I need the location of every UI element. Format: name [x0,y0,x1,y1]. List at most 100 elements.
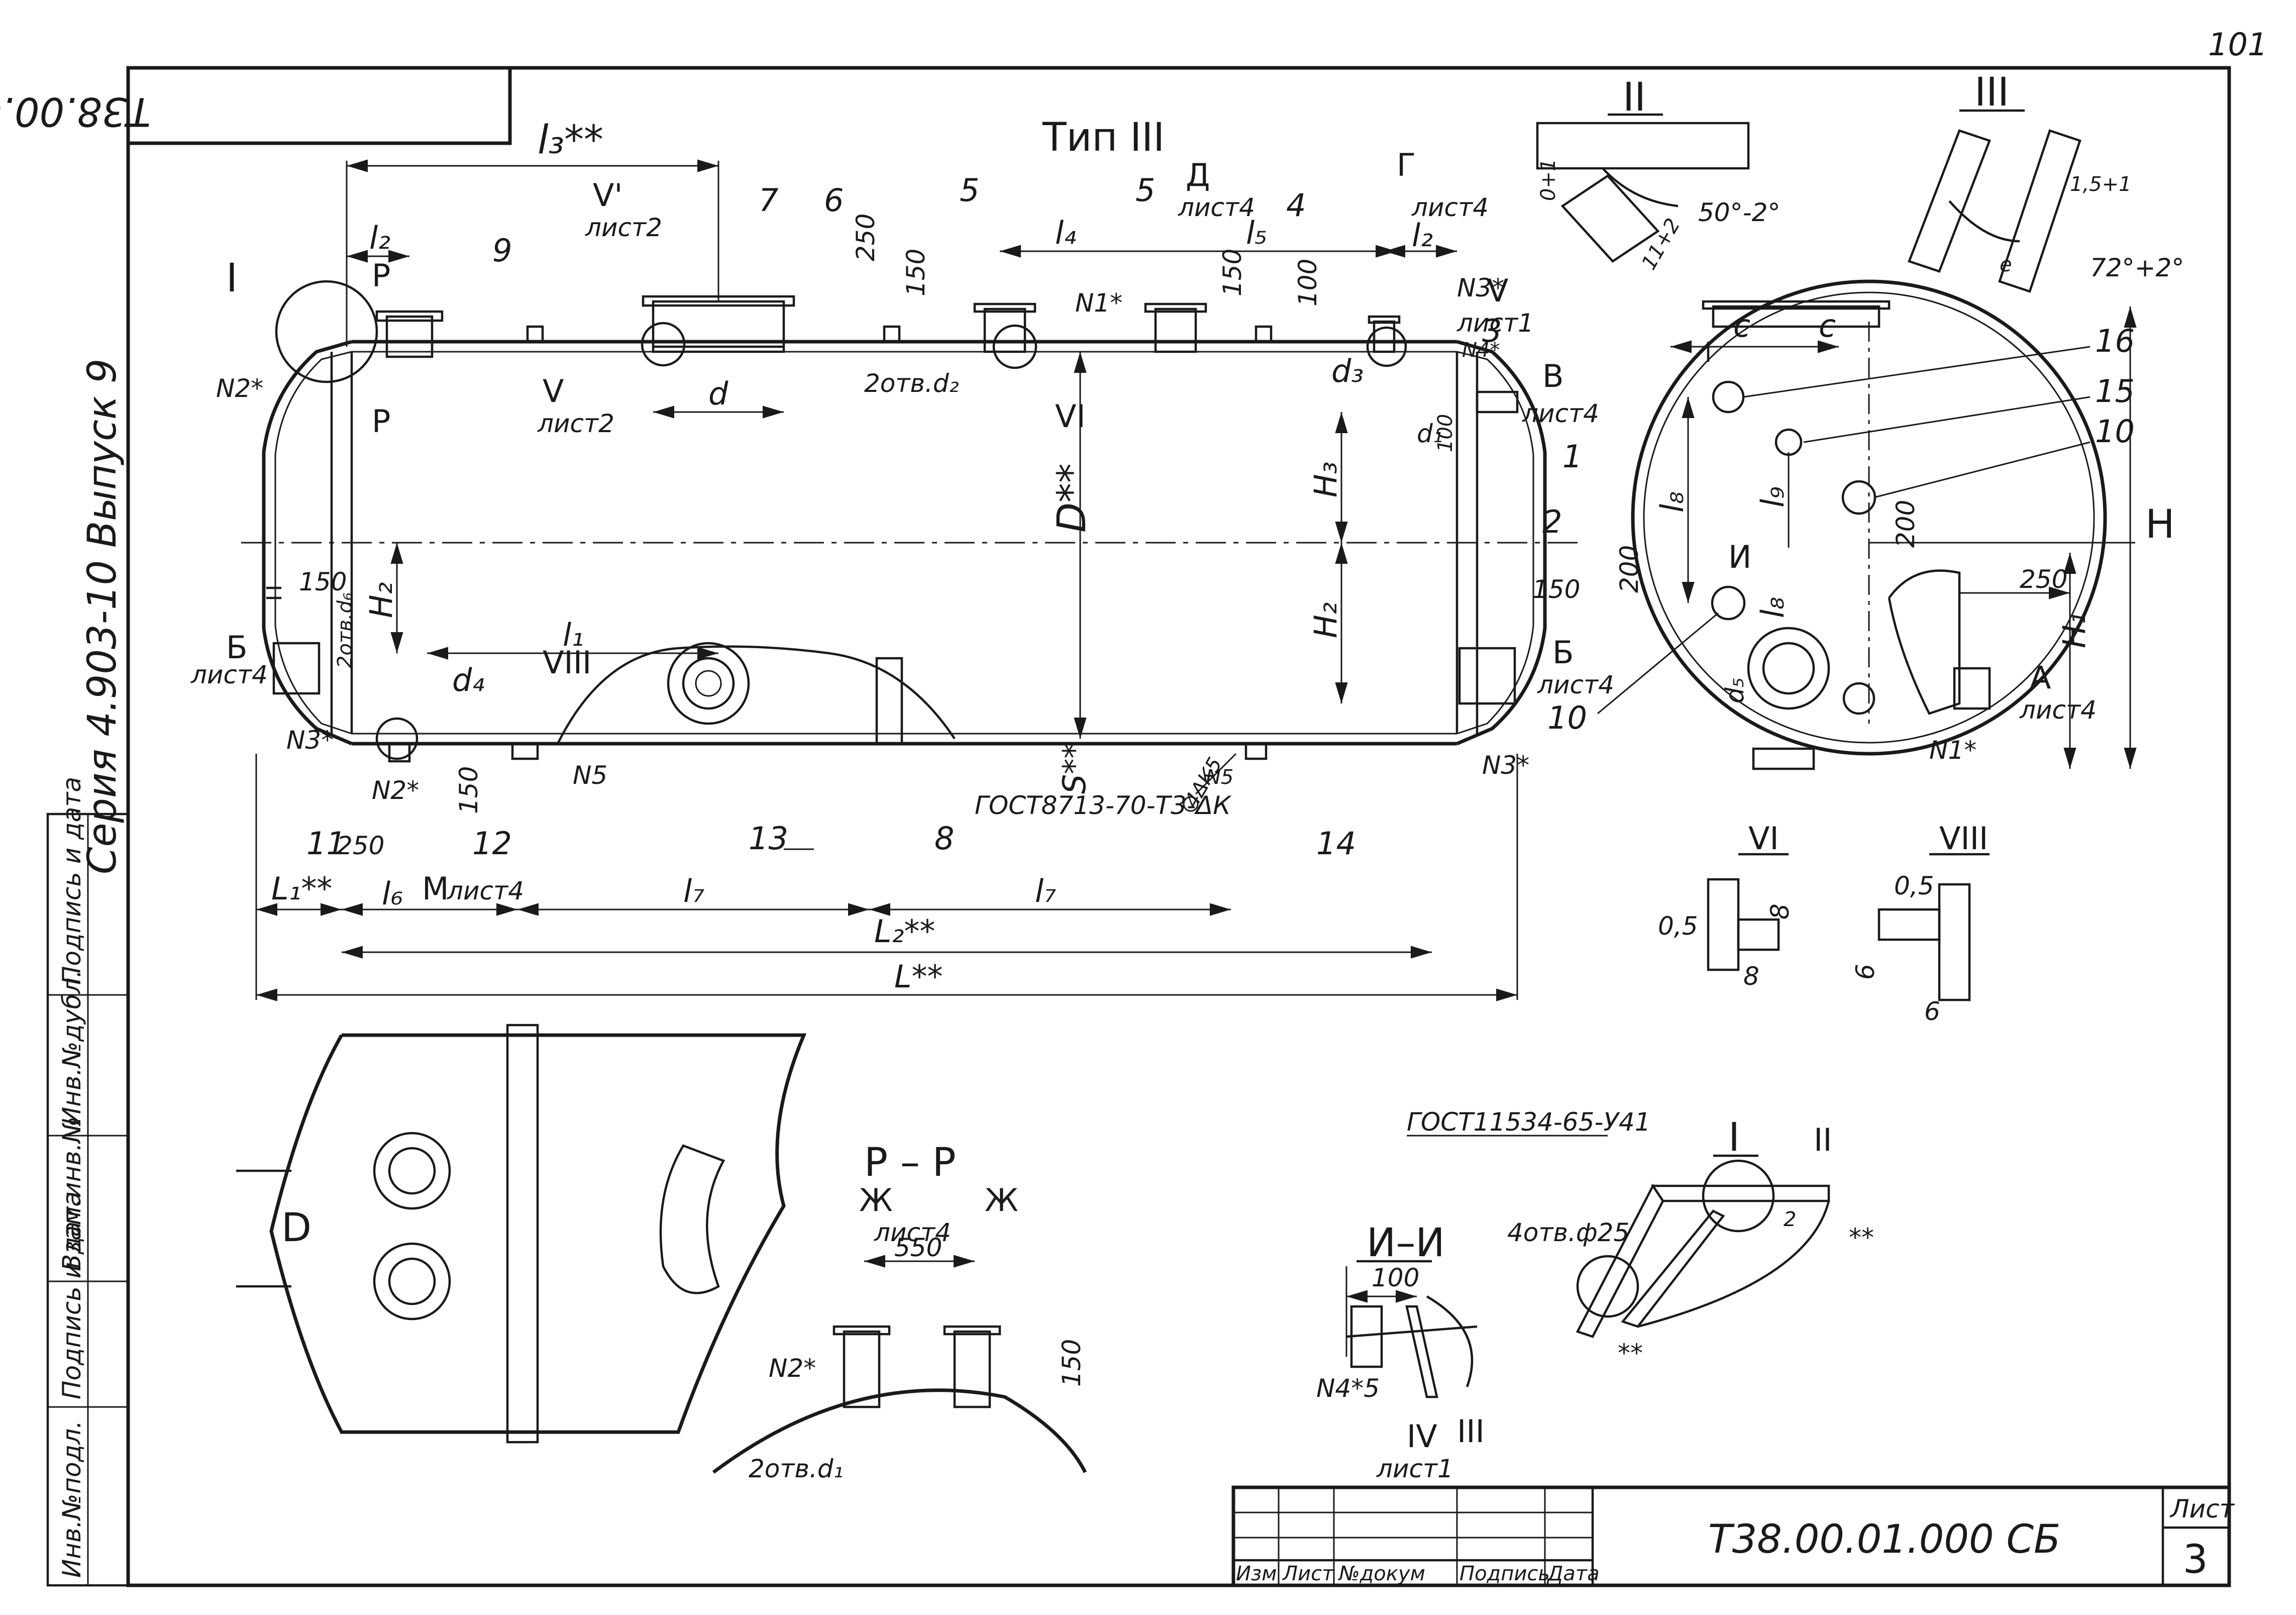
stamp-5: Инв.№подл. [57,1421,86,1578]
detail-III-d1: 1,5+1 [2070,173,2132,196]
detail-VIII-title: VIII [1939,820,1988,857]
callout-Vb-sheet: лист1 [1456,309,1534,338]
callout-V: V [543,373,564,410]
end-ref-16: 16 [2095,323,2135,359]
end-200a: 200 [1891,500,1920,548]
side-stamp-column: Подпись и дата Инв.№дубл. Взам.инв.№ Под… [46,777,130,1587]
ref-N3a: N3* [286,726,334,755]
ref-5b: 5 [1135,172,1155,209]
ref-4: 4 [1286,187,1306,224]
detail-I-gost: ГОСТ11534-65-У41 [1407,1107,1651,1137]
section-PP-zh1: Ж [859,1182,893,1219]
callout-Vb: V [1487,272,1508,309]
callout-V1: V' [593,177,622,214]
detail-VIII-d2: 6 [1851,964,1880,980]
dim-l7a: l₇ [683,873,704,910]
section-II-100: 100 [1372,1263,1419,1292]
dim-2otv-d6: 2отв.d₆ [334,592,357,668]
tb-sheet-label: Лист [2169,1494,2235,1524]
detail-I-star1: ** [1849,1223,1874,1252]
section-PP-sheet: лист4 [874,1218,951,1247]
callout-VI: VI [1055,398,1086,435]
end-l8b: l₈ [1754,597,1791,618]
detail-III: III 1,5+1 72°+2° e [1908,70,2184,293]
ref-N2a: N2* [216,374,263,403]
ref-N5a: N5 [573,761,607,790]
dim-M: М [422,870,449,907]
weld-note: ГОСТ8713-70-Т3-ΔК [975,791,1232,820]
stamp-3: Взам.инв.№ [57,1117,86,1271]
dim-250-bottom: 250 [337,831,384,860]
section-PP-N2: N2* [769,1354,816,1383]
callout-B-arrow: В [1542,358,1564,394]
section-PP-zh2: Ж [985,1182,1018,1219]
detail-II-d3: 11+2 [1637,215,1685,274]
ref-6: 6 [824,182,844,219]
callout-G-sheet: лист4 [1411,193,1489,222]
tb-code: Т38.00.01.000 СБ [1708,1517,2060,1562]
callout-P-top: Р [372,257,390,294]
dim-100a: 100 [1293,259,1322,307]
detail-VIII-d1: 0,5 [1894,871,1934,900]
dim-l2-right: l₂ [1412,217,1433,254]
callout-B6b-sheet: лист4 [1537,670,1614,699]
detail-VI-d3: 8 [1743,962,1759,991]
end-ref-10a: 10 [2095,413,2135,450]
dim-150e: 150 [454,766,483,814]
dim-S: S** [1056,743,1093,794]
ref-2: 2 [1542,503,1562,540]
dim-d4: d₄ [452,662,484,698]
end-A-sheet: лист4 [2019,695,2097,725]
end-d5: d₅ [1720,677,1749,703]
detail-I: I II ГОСТ11534-65-У41 4отв.ф25 ** ** 2 [1407,1107,1874,1368]
callout-V1-sheet: лист2 [585,213,662,242]
ref-7: 7 [759,182,778,219]
callout-G-arrow: Г [1397,147,1416,183]
dim-l7b: l₇ [1035,873,1056,910]
title-block: Изм Лист №докум Подпись Дата Т38.00.01.0… [1231,1485,2235,1587]
dim-250: 250 [851,214,880,261]
stamp-4: Подпись и дата [57,1191,86,1399]
tb-dokum: №докум [1338,1562,1425,1585]
callout-B6a-sheet: лист4 [190,660,268,689]
page-number: 101 [2208,26,2267,63]
section-II-N4: N4*5 [1316,1374,1380,1403]
dim-l4: l₄ [1055,215,1076,251]
section-II-III: III [1457,1413,1485,1450]
dim-H2-left: H₂ [363,582,399,618]
end-250: 250 [2020,565,2067,594]
tb-list: Лист [1282,1562,1334,1585]
dim-150a: 150 [901,249,930,296]
dim-150b: 150 [1218,249,1247,296]
section-PP: Р – Р Ж Ж лист4 550 150 N2* 2отв.d₁ [712,1140,1087,1483]
dim-150d: 150 [1532,575,1580,604]
end-c2: c [1819,308,1836,344]
dim-2otv-d2: 2отв.d₂ [864,369,959,398]
ref-13: 13 [749,820,788,857]
dim-d1: d₁ [1417,419,1443,448]
section-II-IV: IV [1407,1418,1437,1455]
end-200b: 200 [1615,545,1644,593]
series-label: Серия 4.903-10 Выпуск 9 [80,358,125,874]
detail-VI-title: VI [1748,820,1779,857]
tb-podpis: Подпись [1459,1562,1550,1585]
dim-100b: 100 [1434,414,1457,452]
ref-8: 8 [934,820,954,857]
ref-N4: N4* [1462,339,1500,362]
section-II-title: И–И [1367,1221,1445,1266]
detail-VI-d2: 8 [1765,903,1795,920]
end-N1: N1* [1929,736,1976,765]
dim-L2: L₂** [874,913,935,950]
end-c1: c [1733,308,1750,344]
end-ref-10b: 10 [1547,699,1587,736]
dim-H3: H₃ [1307,462,1344,497]
callout-VIII: VIII [543,644,591,681]
dim-l3: l₃** [538,118,603,163]
callout-V-sheet: лист2 [537,409,614,438]
detail-VIII: VIII 0,5 6 6 [1851,820,1990,1026]
stamp-1: Подпись и дата [57,777,86,985]
stamp-2: Инв.№дубл. [57,970,86,1126]
detail-VI: VI 0,5 8 8 [1658,820,1795,991]
dim-L1: L₁** [271,870,332,907]
